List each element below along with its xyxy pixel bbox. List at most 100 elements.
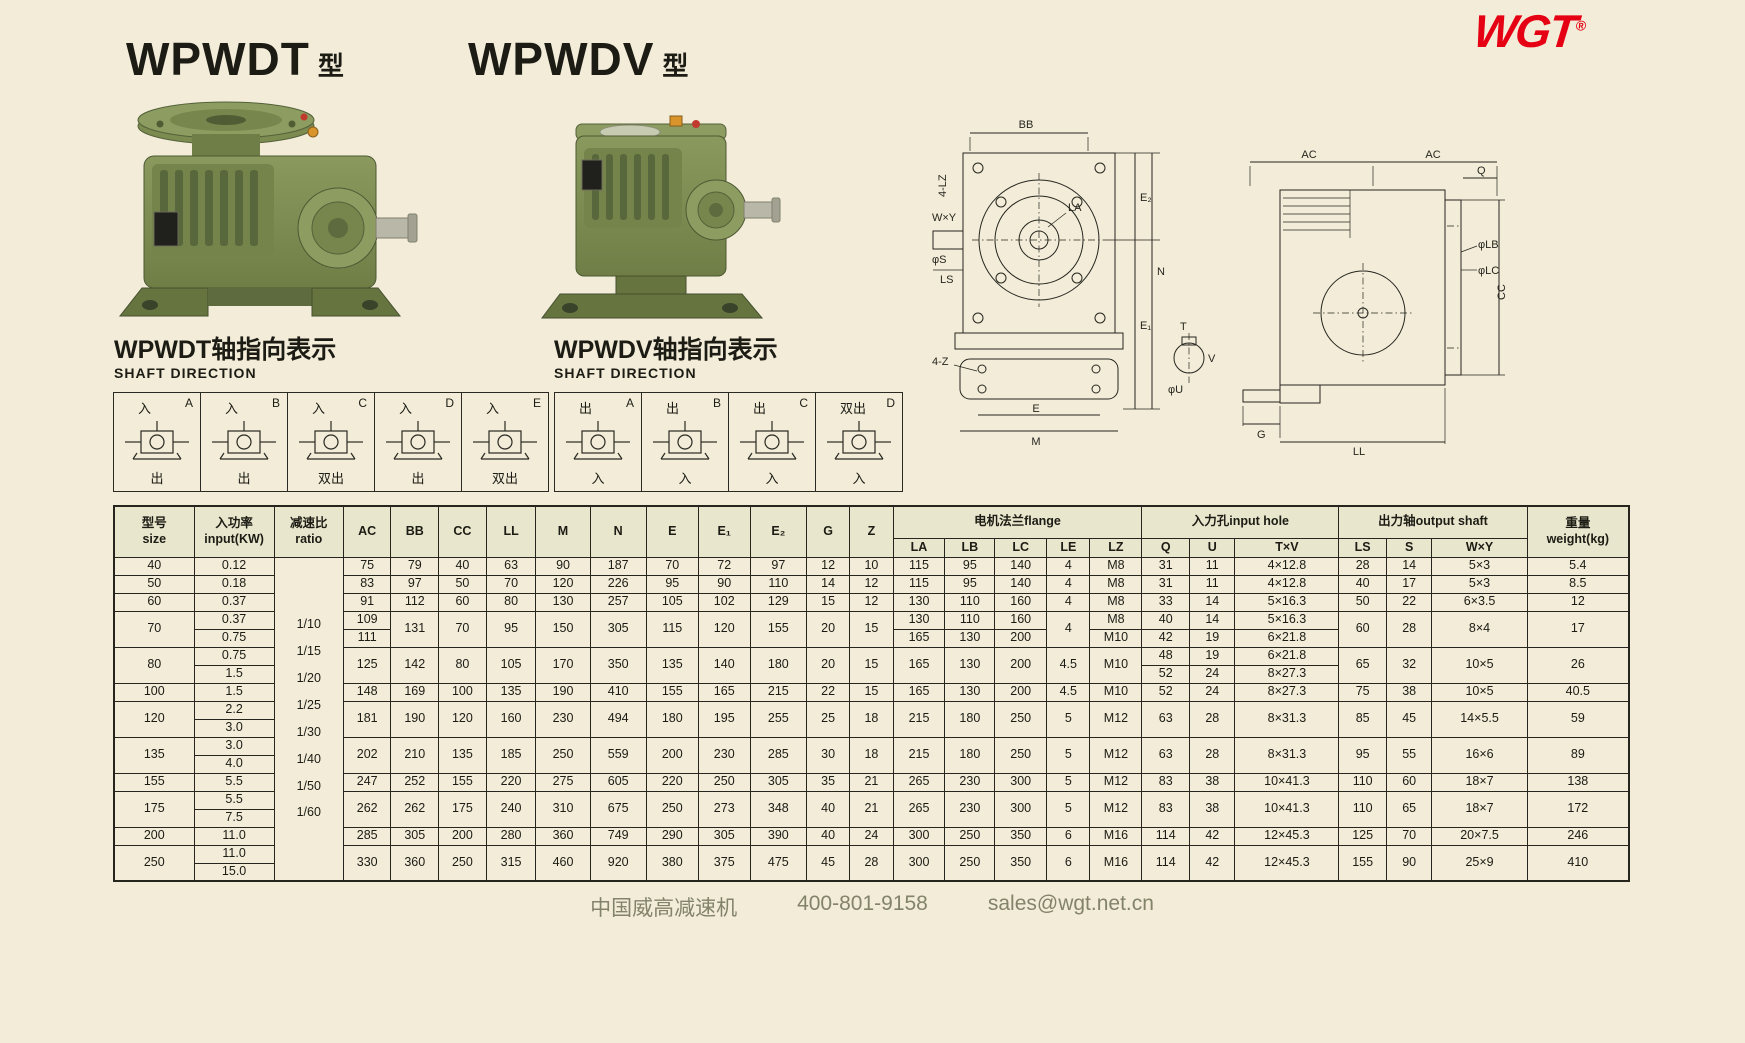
shaft-direction-letter: D: [445, 396, 454, 410]
gearbox-schematic-icon: [125, 421, 189, 460]
spec-cell: 190: [535, 682, 591, 702]
spec-cell: 65: [1385, 790, 1433, 828]
spec-cell: 40: [1338, 574, 1387, 594]
spec-cell: 90: [535, 556, 591, 576]
spec-cell: 90: [1385, 844, 1433, 882]
spec-cell: 215: [892, 700, 946, 738]
spec-cell: 300: [994, 790, 1048, 828]
spec-cell: 275: [535, 772, 591, 792]
spec-cell: 45: [805, 844, 851, 882]
shaft-direction-out-label: 入: [591, 471, 605, 486]
spec-header-cell: Z: [849, 505, 894, 558]
spec-cell: 6×21.8: [1234, 646, 1340, 666]
spec-cell: 6: [1046, 826, 1091, 846]
spec-cell: 63: [1141, 736, 1191, 774]
spec-header-cell: BB: [390, 505, 440, 558]
shaft-direction-out-label: 入: [765, 471, 779, 486]
spec-cell: 250: [994, 700, 1048, 738]
spec-cell: 21: [849, 790, 894, 828]
spec-cell: 42: [1141, 628, 1191, 648]
spec-header-cell: LE: [1046, 537, 1091, 558]
spec-cell: 15: [849, 646, 894, 684]
spec-cell: 5.5: [193, 790, 275, 810]
shaft-direction-title-cn: WPWDV轴指向表示: [554, 336, 778, 364]
spec-cell: 4: [1046, 574, 1091, 594]
spec-header-cell: LA: [892, 537, 946, 558]
spec-cell: 130: [944, 646, 996, 684]
shaft-direction-in-label: 入: [399, 401, 413, 416]
spec-cell: 180: [645, 700, 699, 738]
spec-cell: 226: [589, 574, 647, 594]
spec-cell: 70: [645, 556, 699, 576]
footer-company: 中国威高减速机: [590, 897, 738, 920]
dim-label-e2: E₂: [1140, 192, 1152, 204]
nameplate: [153, 211, 179, 247]
dim-label-ls: LS: [940, 274, 953, 286]
spec-cell: 85: [1338, 700, 1387, 738]
spec-cell: 16×6: [1431, 736, 1528, 774]
dim-label-g: G: [1257, 429, 1266, 441]
spec-cell: 230: [697, 736, 751, 774]
dim-label-bb: BB: [1019, 119, 1034, 131]
spec-cell: 50: [438, 574, 487, 594]
spec-cell: 120: [113, 700, 195, 738]
shaft-direction-title-en: SHAFT DIRECTION: [114, 364, 257, 381]
spec-cell: 3.0: [193, 718, 275, 738]
spec-cell: M8: [1089, 610, 1143, 630]
spec-cell: 59: [1526, 700, 1630, 738]
spec-cell: 12×45.3: [1234, 844, 1340, 882]
spec-cell: 4: [1046, 610, 1091, 648]
spec-cell: 60: [1385, 772, 1433, 792]
spec-cell: 17: [1526, 610, 1630, 648]
spec-cell: 8×27.3: [1234, 682, 1340, 702]
spec-cell: 305: [589, 610, 647, 648]
spec-cell: 265: [892, 790, 946, 828]
spec-header-cell: N: [589, 505, 647, 558]
spec-cell: 375: [697, 844, 751, 882]
spec-cell: 348: [749, 790, 807, 828]
spec-cell: 38: [1189, 772, 1236, 792]
spec-cell: 110: [749, 574, 807, 594]
spec-cell: 165: [697, 682, 751, 702]
dim-label-e1: E₁: [1140, 320, 1151, 332]
spec-cell: 155: [749, 610, 807, 648]
spec-cell: 135: [645, 646, 699, 684]
spec-cell: 14: [1189, 610, 1236, 630]
spec-cell: 80: [485, 592, 537, 612]
spec-cell: 105: [485, 646, 537, 684]
gearbox-schematic-icon: [740, 421, 804, 460]
spec-cell: 89: [1526, 736, 1630, 774]
spec-cell: 187: [589, 556, 647, 576]
spec-cell: 200: [645, 736, 699, 774]
gearbox-schematic-icon: [827, 421, 891, 460]
dim-label-ll: LL: [1353, 446, 1365, 458]
shaft-direction-letter: C: [358, 396, 367, 410]
spec-cell: 285: [749, 736, 807, 774]
spec-cell: 200: [438, 826, 487, 846]
spec-cell: 4.0: [193, 754, 275, 774]
spec-cell: 105: [645, 592, 699, 612]
spec-cell: 14: [805, 574, 851, 594]
shaft-direction-letter: B: [712, 396, 721, 410]
spec-cell: 246: [1526, 826, 1630, 846]
spec-cell: 305: [697, 826, 751, 846]
dim-label-phis: φS: [932, 254, 946, 266]
spec-cell: 200: [113, 826, 195, 846]
spec-cell: 5×16.3: [1234, 610, 1340, 630]
spec-cell: 18×7: [1431, 790, 1528, 828]
spec-cell: 8×31.3: [1234, 700, 1340, 738]
spec-header-cell: E₁: [697, 505, 751, 558]
spec-cell: 38: [1385, 682, 1433, 702]
spec-cell: 360: [390, 844, 440, 882]
spec-cell: 300: [892, 844, 946, 882]
spec-header-cell: AC: [342, 505, 392, 558]
spec-header-cell: U: [1189, 537, 1236, 558]
spec-cell: 10: [849, 556, 894, 576]
spec-cell: 14×5.5: [1431, 700, 1528, 738]
spec-cell: 10×41.3: [1234, 790, 1340, 828]
spec-header-cell: LS: [1338, 537, 1387, 558]
shaft-direction-cell: D 双出 入: [815, 392, 903, 492]
shaft-direction-in-label: 出: [666, 401, 680, 416]
spec-cell: 40: [805, 826, 851, 846]
spec-cell: 40: [438, 556, 487, 576]
